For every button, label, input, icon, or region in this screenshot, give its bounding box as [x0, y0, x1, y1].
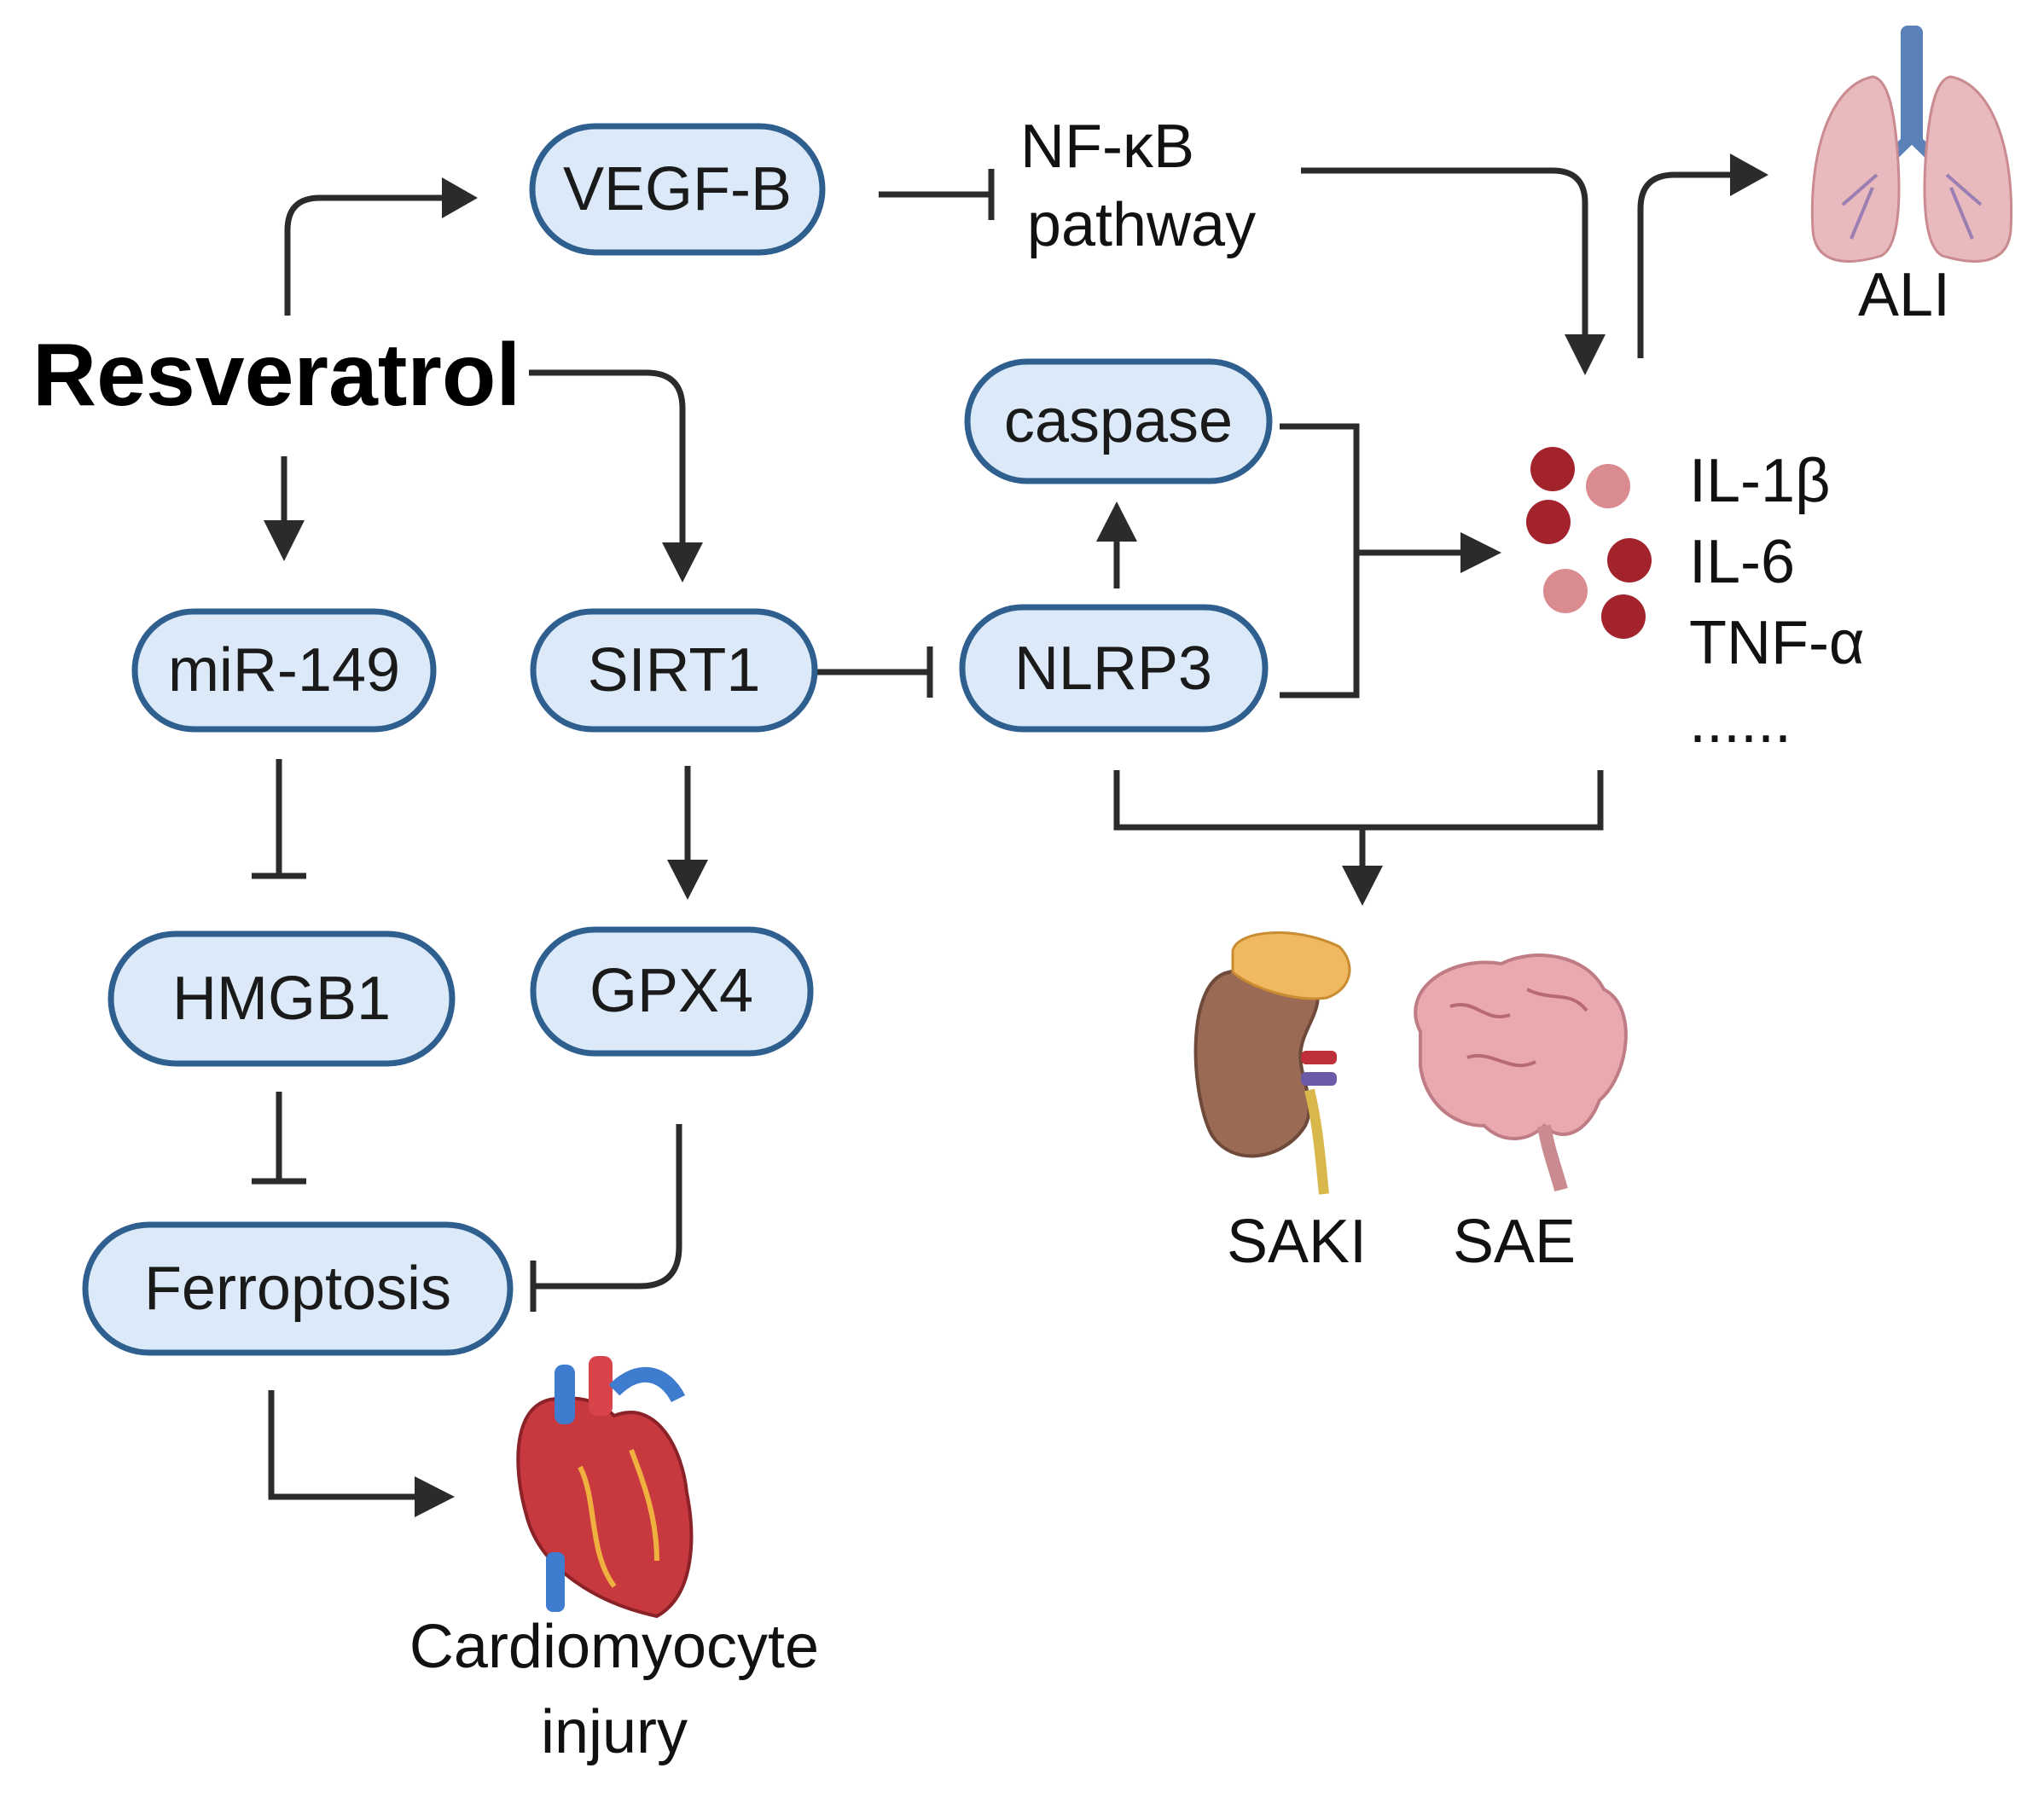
arrowhead — [1565, 334, 1606, 375]
ali-label: ALI — [1858, 261, 1950, 329]
cytokine-dots — [1526, 447, 1652, 639]
cytokine-dot — [1607, 538, 1652, 583]
arrowhead — [1730, 154, 1768, 196]
arrowhead — [662, 542, 703, 583]
edges — [252, 154, 1768, 1517]
edge-gpx4-inhibits-ferroptosis — [533, 1124, 682, 1290]
cytokine-dot — [1601, 594, 1646, 639]
node-caspase: caspase — [964, 358, 1273, 484]
node-vegfb: VEGF-B — [529, 123, 826, 256]
cytokine-dot — [1526, 500, 1571, 544]
cytokine-dot — [1530, 447, 1575, 491]
lung-icon — [1810, 26, 2013, 263]
node-mir149-label: miR-149 — [168, 636, 400, 704]
node-sirt1: SIRT1 — [530, 608, 818, 733]
arrowhead — [1460, 532, 1501, 573]
cytokine-dot — [1586, 464, 1630, 508]
cytokine-dot — [1543, 569, 1588, 613]
edge-organ-bracket — [1113, 770, 1604, 831]
node-hmgb1: HMGB1 — [107, 930, 456, 1067]
nfkb-label-line2: pathway — [1027, 191, 1256, 259]
edge-nfkb-cytokines — [1301, 167, 1588, 337]
edge-cytokines-ali — [1637, 171, 1732, 358]
edge-ferroptosis-cardio — [268, 1390, 418, 1500]
node-gpx4-label: GPX4 — [589, 957, 753, 1025]
kidney-icon — [1193, 931, 1351, 1195]
cytokine-label: TNF-α — [1689, 609, 1865, 677]
cytokine-label: ...... — [1689, 687, 1791, 756]
edge-caspase-nlrp3-bracket — [1280, 423, 1360, 699]
node-vegfb-label: VEGF-B — [563, 155, 792, 223]
sae-label: SAE — [1453, 1208, 1576, 1276]
cardio-label-line2: injury — [541, 1698, 688, 1766]
edge-resveratrol-sirt1 — [529, 369, 686, 546]
node-caspase-label: caspase — [1004, 387, 1233, 455]
saki-label: SAKI — [1227, 1208, 1367, 1276]
cardio-label-line1: Cardiomyocyte — [409, 1613, 819, 1681]
arrowhead — [1342, 866, 1383, 906]
arrowhead — [667, 860, 708, 900]
nfkb-label-line1: NF-κB — [1020, 113, 1194, 181]
arrowhead — [264, 520, 305, 561]
arrowhead — [415, 1476, 455, 1517]
node-hmgb1-label: HMGB1 — [172, 965, 391, 1033]
arrowhead — [1096, 501, 1137, 542]
edge-resveratrol-vegfb — [284, 194, 444, 316]
node-sirt1-label: SIRT1 — [588, 636, 761, 704]
node-ferroptosis: Ferroptosis — [82, 1221, 514, 1356]
arrowhead — [442, 177, 478, 218]
node-mir149: miR-149 — [131, 608, 437, 733]
brain-icon — [1414, 954, 1628, 1192]
cytokine-label: IL-6 — [1689, 528, 1795, 596]
node-gpx4: GPX4 — [530, 926, 814, 1057]
heart-icon — [516, 1356, 694, 1619]
cytokine-label: IL-1β — [1689, 447, 1830, 515]
node-nlrp3-label: NLRP3 — [1014, 635, 1212, 703]
resveratrol-title: Resveratrol — [32, 326, 520, 425]
node-ferroptosis-label: Ferroptosis — [144, 1255, 451, 1323]
node-nlrp3: NLRP3 — [959, 604, 1269, 733]
